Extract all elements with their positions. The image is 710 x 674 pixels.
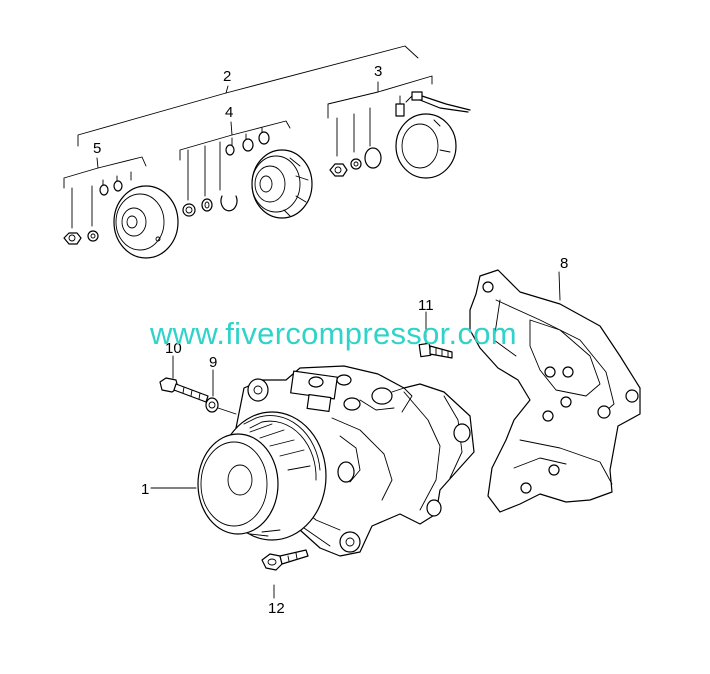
washer-icon [201, 198, 213, 212]
snap-ring-icon [220, 195, 238, 212]
callout-10: 10 [165, 340, 182, 357]
snap-ring-icon [364, 147, 382, 169]
callout-4: 4 [225, 104, 233, 121]
callout-2: 2 [223, 68, 231, 85]
washer-icon [205, 369, 237, 415]
callout-5: 5 [93, 140, 101, 157]
group4-parts [182, 127, 313, 219]
washer-icon [350, 158, 362, 170]
group3-parts [329, 91, 471, 179]
clutch-plate-icon [251, 149, 313, 219]
callout-3: 3 [374, 63, 382, 80]
washer-icon [87, 230, 99, 242]
watermark-text: www.fivercompressor.com [150, 316, 517, 351]
leader-lines [150, 271, 561, 599]
group-bracket-3 [327, 75, 433, 119]
group-bracket-4 [179, 120, 291, 161]
small-pulley-icon [113, 185, 179, 259]
hex-nut-icon [329, 163, 348, 177]
bolt-icon [261, 549, 309, 571]
callout-9: 9 [209, 354, 217, 371]
mounting-bracket-icon [469, 269, 641, 513]
hex-nut-icon [63, 232, 82, 245]
bolt-icon [159, 355, 209, 403]
callout-12: 12 [268, 600, 285, 617]
callout-8: 8 [560, 255, 568, 272]
compressor-icon [197, 365, 475, 557]
washer-icon [182, 203, 196, 217]
group5-parts [63, 171, 179, 259]
magnetic-coil-icon [395, 113, 457, 179]
callout-11: 11 [418, 297, 434, 314]
wire-connector-icon [395, 91, 471, 117]
bolt-icon [418, 311, 453, 359]
group-bracket-5 [63, 156, 147, 189]
callout-1: 1 [141, 481, 149, 498]
group-bracket-2 [77, 45, 419, 147]
